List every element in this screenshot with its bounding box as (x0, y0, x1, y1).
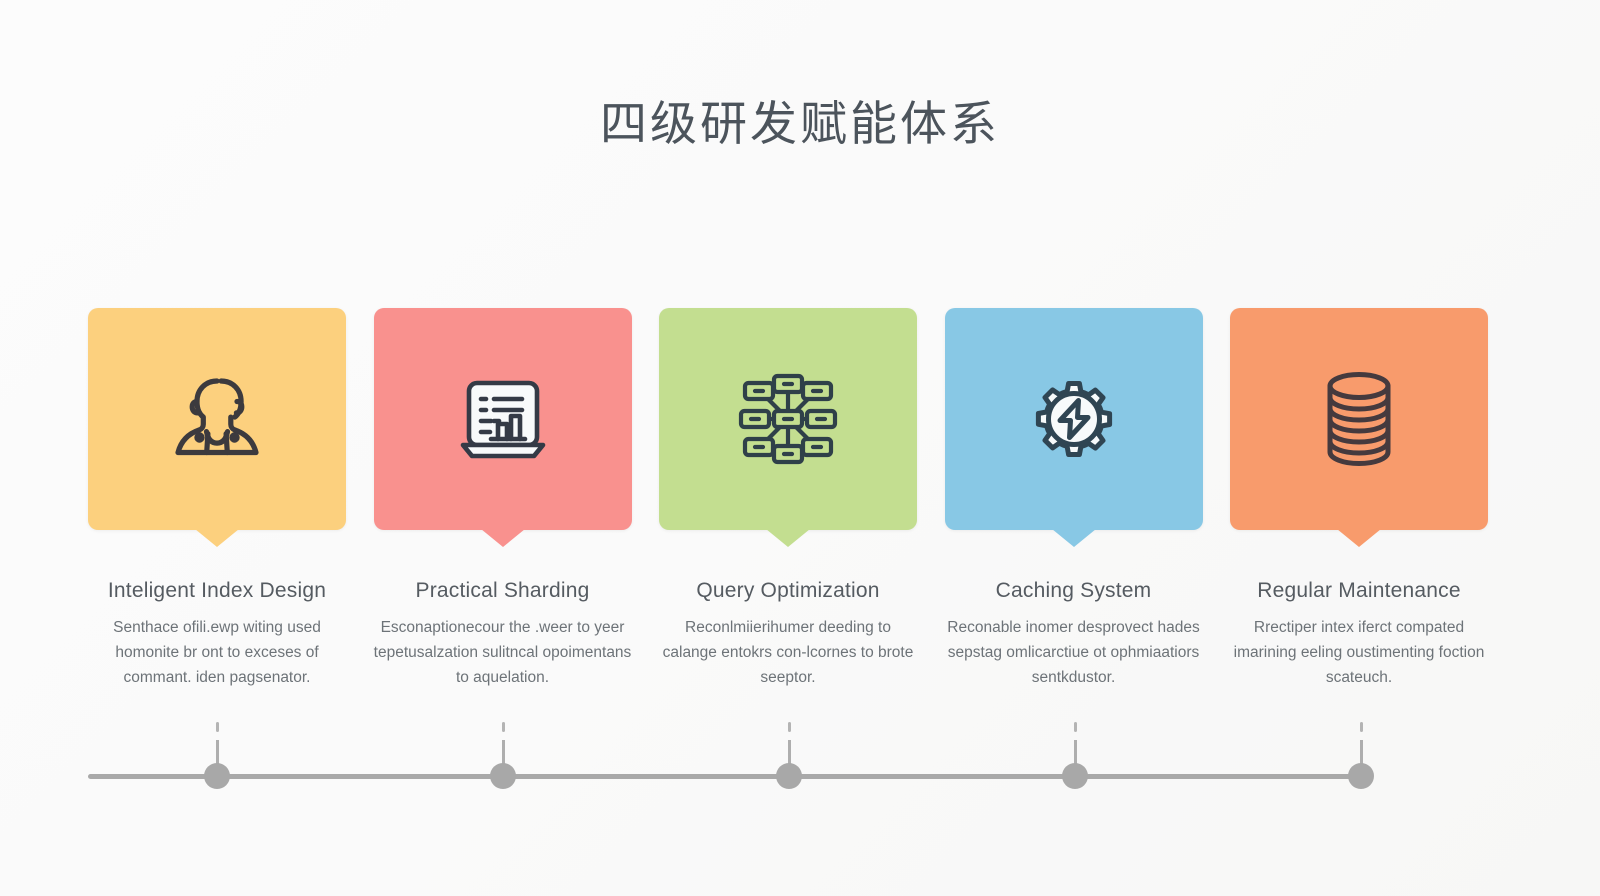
timeline-stem (1073, 740, 1077, 778)
card-title: Regular Maintenance (1257, 579, 1461, 602)
card-color-panel[interactable] (373, 308, 632, 530)
card-color-panel[interactable] (659, 308, 917, 530)
card-description: Esconaptionecour the .weer to yeer tepet… (373, 619, 632, 686)
timeline-stem (1359, 740, 1363, 778)
card-description: Rrectiper intex iferct compated imarinin… (1233, 619, 1485, 686)
timeline-stem (215, 740, 219, 778)
database-stack-icon (1299, 359, 1419, 479)
network-nodes-icon (728, 359, 848, 479)
laptop-report-chart-icon (443, 359, 563, 479)
card-description: Senthace ofili.ewp witing used homonite … (113, 619, 321, 686)
timeline-tick (1073, 722, 1077, 732)
person-avatar-icon (157, 359, 277, 479)
timeline-dot[interactable] (204, 763, 230, 789)
card-title: Inteligent Index Design (107, 579, 327, 602)
timeline-dot[interactable] (1348, 763, 1374, 789)
card-description: Reconlmiierihumer deeding to calange ent… (662, 619, 914, 686)
card-item[interactable]: Caching System Reconable inomer desprove… (944, 308, 1203, 691)
card-title: Practical Sharding (415, 579, 590, 602)
card-color-panel[interactable] (944, 308, 1203, 530)
timeline (88, 700, 1488, 810)
timeline-tick (215, 722, 219, 732)
card-item[interactable]: Regular Maintenance Rrectiper intex ifer… (1230, 308, 1488, 691)
card-description: Reconable inomer desprovect hades sepsta… (947, 619, 1200, 686)
timeline-stem (501, 740, 505, 778)
timeline-tick (1359, 722, 1363, 732)
gear-lightning-icon (1014, 359, 1134, 479)
page-title: 四级研发赋能体系 (600, 97, 1000, 150)
card-color-panel[interactable] (1230, 308, 1488, 530)
card-color-panel[interactable] (88, 308, 346, 530)
timeline-tick (501, 722, 505, 732)
card-item[interactable]: Query Optimization Reconlmiierihumer dee… (659, 308, 917, 691)
timeline-dot[interactable] (490, 763, 516, 789)
card-item[interactable]: Practical Sharding Esconaptionecour the … (373, 308, 632, 691)
card-item[interactable]: Inteligent Index Design Senthace ofili.e… (88, 308, 346, 691)
timeline-dot[interactable] (1062, 763, 1088, 789)
card-title: Query Optimization (696, 579, 880, 602)
timeline-stem (787, 740, 791, 778)
timeline-axis (88, 774, 1363, 779)
cards-row: Inteligent Index Design Senthace ofili.e… (88, 308, 1488, 691)
page-title-container: 四级研发赋能体系 (0, 96, 1600, 152)
timeline-tick (787, 722, 791, 732)
card-title: Caching System (995, 579, 1152, 602)
timeline-dot[interactable] (776, 763, 802, 789)
